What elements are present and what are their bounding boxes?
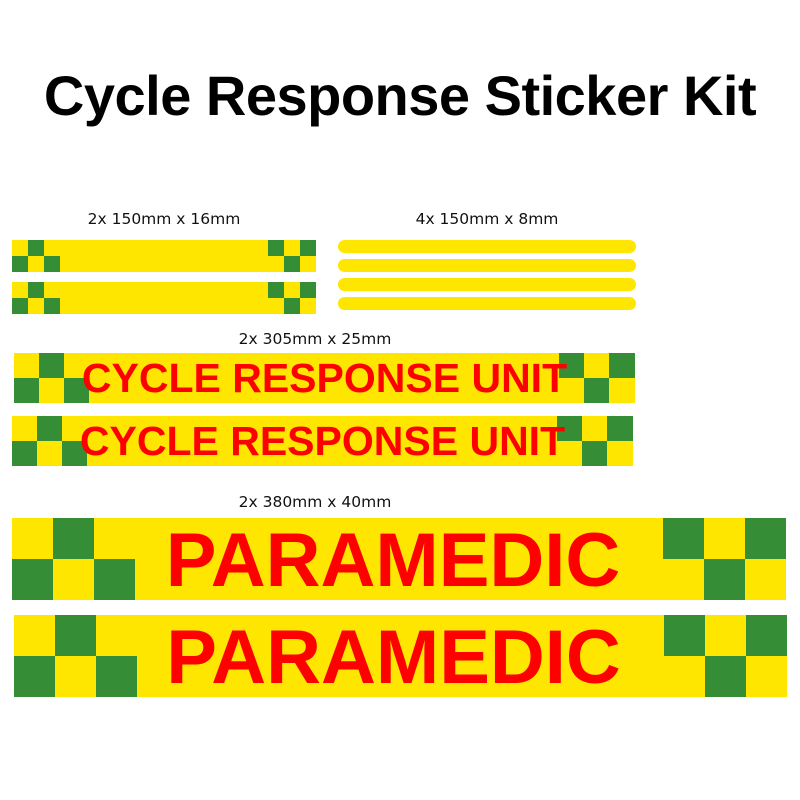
sticker-text: PARAMEDIC bbox=[165, 518, 621, 603]
sticker-150x8-1 bbox=[338, 240, 636, 253]
sticker-text: PARAMEDIC bbox=[166, 615, 621, 700]
sticker-text: CYCLE RESPONSE UNIT bbox=[79, 418, 566, 464]
checker-square bbox=[557, 416, 582, 441]
checker-square bbox=[37, 416, 62, 441]
checker-square bbox=[704, 559, 745, 600]
checker-square bbox=[12, 559, 53, 600]
checker-square bbox=[300, 240, 316, 256]
checker-square bbox=[64, 378, 89, 403]
checker-square bbox=[582, 441, 607, 466]
checker-square bbox=[28, 282, 44, 298]
size-label-305x25: 2x 305mm x 25mm bbox=[238, 330, 392, 348]
checker-square bbox=[14, 656, 55, 697]
sticker-paramedic-2: PARAMEDIC bbox=[14, 615, 787, 698]
sticker-150x16-1 bbox=[12, 240, 316, 272]
checker-square bbox=[284, 256, 300, 272]
checker-square bbox=[14, 378, 39, 403]
checker-square bbox=[746, 615, 787, 656]
checker-square bbox=[268, 240, 284, 256]
checker-square bbox=[12, 298, 28, 314]
sticker-150x8-4 bbox=[338, 297, 636, 310]
checker-square bbox=[96, 656, 137, 697]
checker-square bbox=[12, 256, 28, 272]
checker-square bbox=[53, 518, 94, 559]
checker-square bbox=[284, 298, 300, 314]
checker-square bbox=[55, 615, 96, 656]
sticker-150x16-2 bbox=[12, 282, 316, 314]
size-label-150x8: 4x 150mm x 8mm bbox=[415, 210, 559, 228]
sticker-cycle-response-unit-2: CYCLE RESPONSE UNIT bbox=[12, 416, 633, 466]
sticker-text: CYCLE RESPONSE UNIT bbox=[81, 355, 568, 401]
checker-square bbox=[609, 353, 635, 378]
checker-square bbox=[28, 240, 44, 256]
checker-square bbox=[300, 282, 316, 298]
checker-square bbox=[268, 282, 284, 298]
size-label-150x16: 2x 150mm x 16mm bbox=[87, 210, 241, 228]
page-title: Cycle Response Sticker Kit bbox=[43, 64, 757, 127]
checker-square bbox=[62, 441, 87, 466]
checker-square bbox=[12, 441, 37, 466]
sticker-paramedic-1: PARAMEDIC bbox=[12, 518, 786, 601]
checker-square bbox=[663, 518, 704, 559]
checker-square bbox=[607, 416, 633, 441]
checker-square bbox=[44, 256, 60, 272]
checker-square bbox=[559, 353, 584, 378]
sticker-150x8-3 bbox=[338, 278, 636, 291]
checker-square bbox=[39, 353, 64, 378]
checker-square bbox=[664, 615, 705, 656]
checker-square bbox=[94, 559, 135, 600]
checker-square bbox=[44, 298, 60, 314]
size-label-380x40: 2x 380mm x 40mm bbox=[238, 493, 392, 511]
checker-square bbox=[705, 656, 746, 697]
checker-square bbox=[745, 518, 786, 559]
sticker-150x8-2 bbox=[338, 259, 636, 272]
checker-square bbox=[584, 378, 609, 403]
sticker-cycle-response-unit-1: CYCLE RESPONSE UNIT bbox=[14, 353, 635, 403]
